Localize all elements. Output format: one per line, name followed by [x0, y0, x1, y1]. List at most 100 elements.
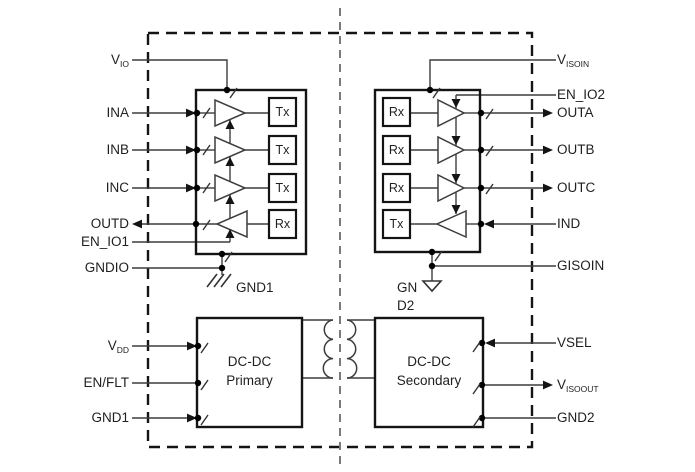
pin-label-outd: OUTD	[90, 216, 129, 231]
right-cell-3-box	[381, 172, 412, 204]
arrow-ind	[484, 219, 494, 229]
pin-label-enflt: EN/FLT	[83, 375, 129, 390]
right-cell-2-label: Rx	[388, 143, 405, 157]
pin-label-enio2: EN_IO2	[557, 87, 606, 102]
left-cell-2-box	[267, 134, 298, 166]
dot-enflt	[194, 379, 202, 387]
arrow-vsel	[485, 338, 495, 348]
pin-slashes	[200, 87, 494, 428]
pin-label-enio1: EN_IO1	[80, 234, 129, 249]
buffer-outc	[437, 173, 466, 203]
dot-gnd1-top	[218, 250, 226, 258]
slash-gnd2-top	[434, 250, 443, 262]
right-cell-4-box	[381, 208, 412, 240]
slash-outa	[485, 108, 494, 120]
slash-vsel	[472, 341, 481, 353]
pin-label-gnd1pin: GND1	[91, 410, 129, 425]
right-cell-4-label: Tx	[389, 217, 404, 231]
pin-label-ind: IND	[557, 216, 581, 231]
buffer-ind	[435, 209, 467, 239]
buffer-inc	[214, 173, 247, 203]
pin-label-vdd: VDD	[107, 338, 129, 356]
dcdc-secondary-line2: Secondary	[396, 373, 462, 388]
dot-inb	[193, 146, 201, 154]
wire-visoin	[429, 59, 556, 90]
dot-gnd2pin	[478, 414, 486, 422]
arrow-outa	[543, 108, 553, 118]
arrow-ina	[186, 108, 196, 118]
slash-outb	[485, 145, 494, 157]
ground-symbols	[206, 273, 443, 293]
pin-label-outa: OUTA	[557, 105, 594, 120]
dot-outb	[477, 146, 485, 154]
left-cell-4-label: Rx	[274, 217, 291, 231]
wire-vio	[132, 59, 228, 90]
dot-vio	[223, 86, 231, 94]
pin-label-visoout: VISOOUT	[557, 377, 599, 395]
slash-vdd	[200, 342, 209, 354]
buffer-inb	[214, 135, 247, 165]
pin-label-inc: INC	[105, 180, 129, 195]
dot-gndio	[218, 264, 226, 272]
slash-outd	[202, 219, 211, 231]
slash-vio	[229, 87, 238, 99]
slash-inb	[202, 144, 211, 156]
enable-arrow-down-3	[451, 174, 461, 183]
junction-dots	[192, 86, 486, 422]
left-side-wires	[132, 59, 269, 419]
right-cell-2-box	[381, 134, 412, 166]
pin-arrowheads	[132, 108, 553, 423]
enable-arrow-down-4	[451, 205, 461, 214]
arrow-gnd1pin	[187, 413, 197, 423]
dot-ina	[193, 109, 201, 117]
right-cell-3-label: Rx	[388, 181, 405, 195]
dot-ind	[477, 220, 485, 228]
enable-arrow-down-2	[451, 136, 461, 145]
slash-visoout	[472, 383, 481, 395]
dcdc-secondary-box	[373, 316, 485, 429]
pin-label-outc: OUTC	[557, 180, 596, 195]
right-side-wires	[410, 59, 556, 419]
slash-ina	[202, 107, 211, 119]
enable-arrow-up-3	[225, 195, 235, 204]
left-cell-3-box	[267, 172, 298, 204]
arrow-vdd	[187, 341, 197, 351]
left-cell-1-label: Tx	[275, 105, 290, 119]
enable-arrow-up-4	[225, 229, 235, 238]
dcdc-primary-line1: DC-DC	[227, 354, 272, 369]
transformer	[302, 319, 375, 379]
buffer-triangles	[214, 98, 467, 239]
pin-label-ina: INA	[106, 105, 129, 120]
secondary-coil	[346, 319, 358, 379]
dot-outd	[192, 220, 200, 228]
dot-visoout	[478, 381, 486, 389]
arrow-visoout	[543, 380, 553, 390]
pin-label-gnd2pin: GND2	[557, 410, 595, 425]
isolation-boundary	[146, 8, 534, 466]
right-cell-1-box	[381, 96, 412, 128]
slash-outc	[485, 183, 494, 195]
dcdc-primary-label: DC-DC Primary	[199, 352, 300, 390]
dcdc-primary-box	[195, 316, 304, 429]
left-channel-box	[194, 88, 308, 256]
arrow-outc	[543, 183, 553, 193]
pin-label-inb: INB	[106, 142, 129, 157]
dot-outc	[477, 184, 485, 192]
gnd1-symbol-label: GND1	[236, 280, 274, 295]
left-cell-1-box	[267, 96, 298, 128]
block-outlines	[194, 88, 485, 429]
enable-arrowheads	[225, 99, 461, 238]
dot-gnd1pin	[194, 414, 202, 422]
arrow-outb	[543, 145, 553, 155]
left-cell-4-box	[267, 208, 298, 240]
dot-outa	[477, 109, 485, 117]
gnd2-triangle-icon	[421, 280, 443, 293]
pin-label-vsel: VSEL	[557, 335, 592, 350]
dot-inc	[193, 184, 201, 192]
left-cell-2-label: Tx	[275, 143, 290, 157]
slash-enflt	[200, 379, 209, 391]
dot-vdd	[194, 342, 202, 350]
buffer-outd	[215, 209, 248, 239]
slash-gnd2pin	[472, 416, 481, 428]
